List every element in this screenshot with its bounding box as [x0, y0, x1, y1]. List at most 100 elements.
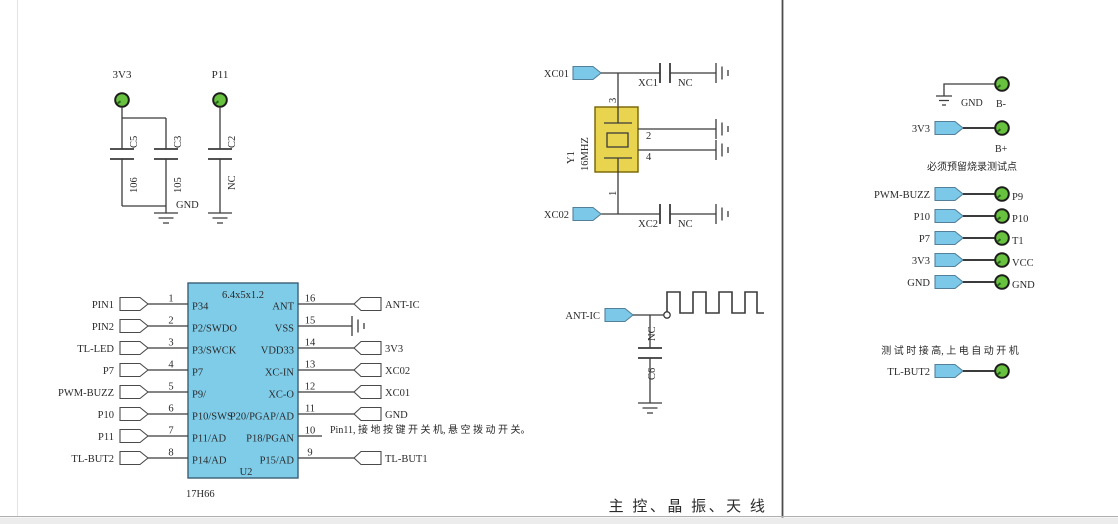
testpoint-row-gnd[interactable]: GND GND — [907, 274, 1035, 291]
mcu-pin-left-8[interactable]: TL-BUT2 8 P14/AD — [71, 448, 226, 467]
ground-symbol[interactable] — [207, 205, 233, 224]
ref-c2[interactable]: C2 — [227, 136, 238, 148]
net-label[interactable]: 3V3 — [912, 124, 930, 135]
pin-number[interactable]: 13 — [305, 360, 316, 371]
pin-name[interactable]: XC-IN — [265, 368, 295, 379]
pin-number[interactable]: 4 — [168, 360, 174, 371]
wire[interactable] — [638, 128, 716, 151]
val-c3[interactable]: 105 — [173, 177, 184, 193]
capacitor-c5[interactable] — [109, 148, 135, 160]
net-label[interactable]: PIN2 — [92, 322, 114, 333]
netflag-ant-ic[interactable] — [604, 307, 634, 323]
capacitor-c6[interactable] — [637, 347, 663, 359]
ref-xc2[interactable]: XC2 — [638, 219, 658, 230]
pad-label[interactable]: B+ — [995, 144, 1008, 155]
gnd-label[interactable]: GND — [176, 200, 199, 211]
net-label[interactable]: P10 — [98, 410, 114, 421]
decoupling-section[interactable]: 3V3 P11 C5 106 C3 105 C2 NC GND — [109, 69, 238, 224]
net-label-xc01[interactable]: XC01 — [544, 69, 569, 80]
netport-flag[interactable] — [119, 450, 149, 466]
wire[interactable] — [121, 107, 221, 207]
mcu-pin-right-10[interactable]: 10 P18/PGAN — [246, 426, 322, 445]
netport-flag[interactable] — [119, 362, 149, 378]
netport-flag[interactable] — [119, 296, 149, 312]
net-label[interactable]: P10 — [914, 212, 930, 223]
pin-number[interactable]: 2 — [168, 316, 173, 327]
mcu-pin-right-9[interactable]: TL-BUT1 9 P15/AD — [260, 448, 428, 467]
pin-number[interactable]: 3 — [168, 338, 173, 349]
net-label[interactable]: GND — [907, 278, 930, 289]
crystal-symbol-box[interactable] — [606, 132, 629, 148]
net-label[interactable]: TL-BUT2 — [887, 367, 930, 378]
mcu-pin-right-11[interactable]: GND 11 P20/PGAP/AD — [230, 404, 408, 423]
wire[interactable] — [943, 83, 995, 90]
mcu-pin-left-2[interactable]: PIN2 2 P2/SWDO — [92, 316, 238, 335]
test-pad[interactable] — [994, 230, 1010, 246]
ref-c5[interactable]: C5 — [129, 136, 140, 148]
pad-label[interactable]: T1 — [1012, 236, 1024, 247]
pin-name[interactable]: VSS — [275, 324, 294, 335]
crystal-section[interactable]: XC01 XC1 NC 3 Y1 16MHZ 2 4 1 XC02 XC2 NC — [544, 62, 729, 230]
note-program-testpoints[interactable]: 必须预留烧录测试点 — [927, 160, 1017, 173]
netport-flag[interactable] — [353, 296, 382, 312]
val-c6[interactable]: NC — [647, 326, 658, 341]
netport-flag[interactable] — [119, 318, 149, 334]
test-pad[interactable] — [994, 186, 1010, 202]
test-pad[interactable] — [994, 252, 1010, 268]
pin-number[interactable]: 5 — [168, 382, 173, 393]
netflag[interactable] — [934, 363, 964, 379]
pin-name[interactable]: P7 — [192, 368, 203, 379]
pin-number[interactable]: 6 — [168, 404, 173, 415]
pin-name[interactable]: ANT — [272, 302, 294, 313]
pin-number[interactable]: 12 — [305, 382, 316, 393]
pin-number[interactable]: 7 — [168, 426, 173, 437]
net-label-ant-ic[interactable]: ANT-IC — [565, 311, 600, 322]
sheet-title[interactable]: 主 控、晶 振、天 线 — [609, 498, 768, 515]
pin-name[interactable]: XC-O — [268, 390, 294, 401]
wire[interactable] — [601, 72, 716, 107]
wire[interactable] — [633, 314, 664, 396]
mcu-pin-left-5[interactable]: PWM-BUZZ 5 P9/ — [58, 382, 206, 401]
mcu-pin-right-13[interactable]: XC02 13 XC-IN — [265, 360, 410, 379]
net-label[interactable]: P7 — [919, 234, 930, 245]
pin-name[interactable]: P20/PGAP/AD — [230, 412, 295, 423]
pin-number[interactable]: 15 — [305, 316, 316, 327]
netflag[interactable] — [934, 208, 964, 224]
net-label[interactable]: 3V3 — [385, 344, 403, 355]
gnd-label[interactable]: GND — [961, 98, 983, 109]
netflag[interactable] — [934, 274, 964, 290]
net-label-p11[interactable]: P11 — [212, 69, 229, 81]
testpoint-row-tl-but2[interactable]: TL-BUT2 — [887, 363, 1010, 379]
meander-antenna[interactable] — [666, 291, 764, 314]
netflag[interactable] — [934, 252, 964, 268]
pad-label[interactable]: B- — [996, 99, 1006, 110]
mcu-pin-left-1[interactable]: PIN1 1 P34 — [92, 294, 209, 313]
testpoint-row-p9[interactable]: PWM-BUZZ P9 — [874, 186, 1023, 203]
pin-name[interactable]: P11/AD — [192, 434, 226, 445]
netflag-xc01[interactable] — [572, 65, 602, 81]
net-label[interactable]: P11 — [98, 432, 114, 443]
test-pad[interactable] — [994, 363, 1010, 379]
mcu-pin-right-12[interactable]: XC01 12 XC-O — [268, 382, 410, 401]
ground-symbol[interactable] — [351, 315, 365, 337]
test-pad[interactable] — [994, 274, 1010, 290]
test-pad[interactable] — [114, 92, 130, 108]
net-label[interactable]: TL-LED — [77, 344, 114, 355]
ground-symbol[interactable] — [715, 203, 729, 225]
pin-number[interactable]: 14 — [305, 338, 316, 349]
ground-symbol[interactable] — [715, 118, 729, 140]
antenna-section[interactable]: ANT-IC NC C6 — [565, 291, 764, 414]
ground-symbol[interactable] — [715, 62, 729, 84]
mcu-pin-left-3[interactable]: TL-LED 3 P3/SWCK — [77, 338, 237, 357]
mcu-pin-left-4[interactable]: P7 4 P7 — [103, 360, 203, 379]
mcu-package[interactable]: 6.4x5x1.2 — [222, 290, 264, 301]
crystal-pin4[interactable]: 4 — [646, 152, 652, 163]
wire[interactable] — [601, 172, 716, 215]
crystal-symbol[interactable] — [604, 107, 632, 172]
test-pad[interactable] — [212, 92, 228, 108]
netport-flag[interactable] — [119, 384, 149, 400]
testpoint-row-p10[interactable]: P10 P10 — [914, 208, 1029, 225]
pad-label[interactable]: GND — [1012, 280, 1035, 291]
ground-symbol[interactable] — [715, 139, 729, 161]
